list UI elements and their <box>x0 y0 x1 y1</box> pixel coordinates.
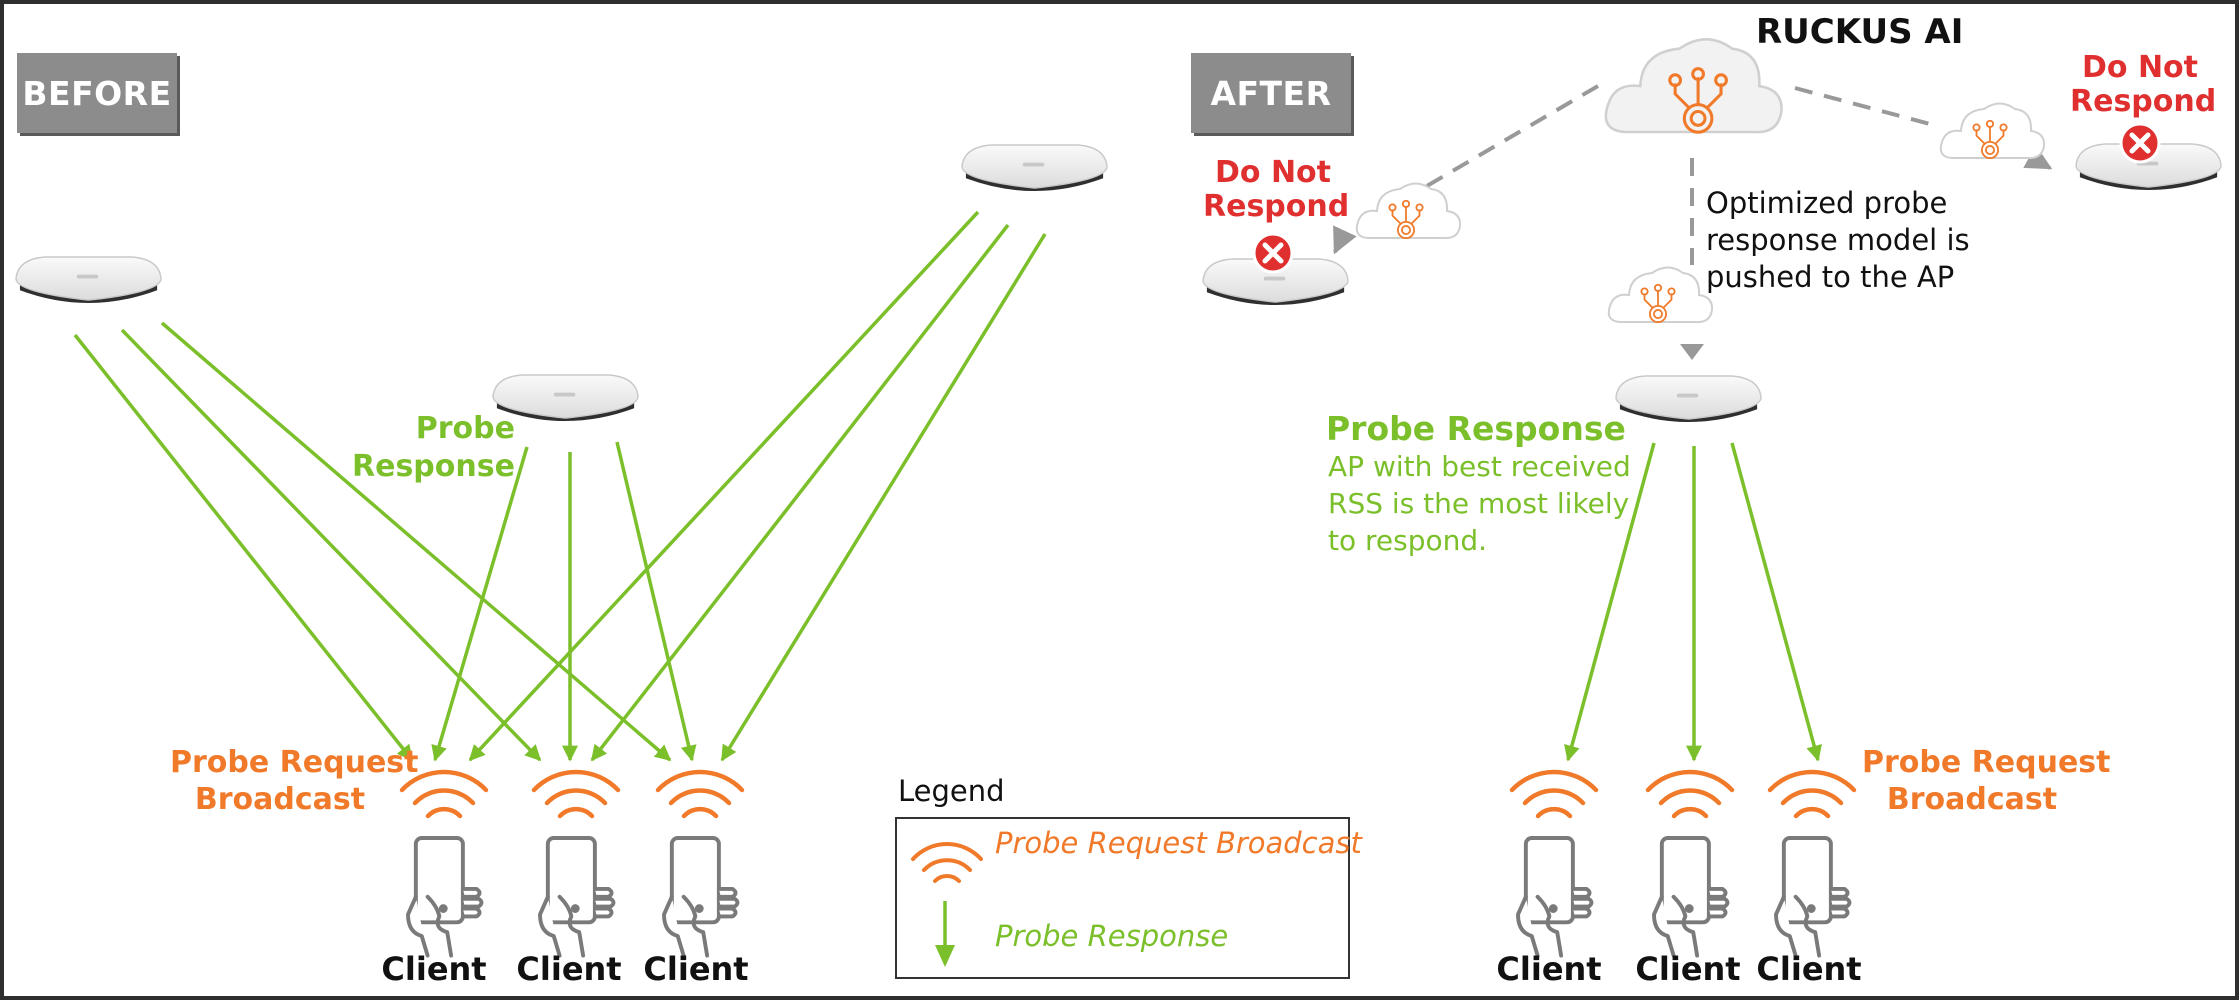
label-line: Probe Request <box>170 745 419 780</box>
access-point-icon <box>15 256 162 304</box>
label-line: Probe <box>415 411 515 446</box>
label-line: AP with best received <box>1328 450 1631 483</box>
label-line: to respond. <box>1328 524 1488 557</box>
client-label: Client <box>1635 950 1741 988</box>
label-line: pushed to the AP <box>1706 260 1955 294</box>
label-line: Do Not <box>2081 50 2198 85</box>
phone-hand-icon <box>1652 836 1730 958</box>
after-probe-request-label: Probe Request Broadcast <box>1862 744 2111 818</box>
wifi-signal-icon <box>1648 772 1732 816</box>
wifi-signal-icon <box>1770 772 1854 816</box>
x-badge-icon <box>1252 232 1294 274</box>
label-line: RSS is the most likely <box>1328 487 1630 520</box>
phone-hand-icon <box>1516 836 1594 958</box>
access-point-icon <box>961 144 1108 192</box>
label-line: response model is <box>1706 223 1970 257</box>
wifi-signal-icon <box>911 841 983 883</box>
cloud-ai-icon <box>1604 38 1783 134</box>
label-line: Respond <box>1203 189 1350 224</box>
client-label: Client <box>1496 950 1602 988</box>
wifi-signal-icon <box>658 772 742 816</box>
cloud-ai-icon <box>1607 266 1714 324</box>
before-probe-request-label: Probe Request Broadcast <box>170 744 419 818</box>
legend-icons <box>911 841 983 967</box>
phone-hand-icon <box>406 836 484 958</box>
client-label: Client <box>643 950 749 988</box>
client-label: Client <box>516 950 622 988</box>
phone-hand-icon <box>662 836 740 958</box>
after-tag: AFTER <box>1191 53 1351 133</box>
wifi-signal-icon <box>1512 772 1596 816</box>
before-tag: BEFORE <box>17 53 177 133</box>
cloud-ai-icon <box>1939 102 2046 160</box>
legend-item-probe-response: Probe Response <box>995 919 1229 953</box>
before-response-lines-ap1 <box>73 321 672 762</box>
down-arrow-icon <box>1680 344 1704 360</box>
x-badge-icon <box>2119 122 2161 164</box>
label-line: Respond <box>2070 84 2217 119</box>
label-line: Optimized probe <box>1706 186 1948 220</box>
legend-box: Probe Request Broadcast Probe Response <box>895 817 1362 979</box>
do-not-respond-right: Do Not Respond <box>2070 50 2217 119</box>
green-arrow-icon <box>935 901 955 967</box>
label-line: Broadcast <box>1886 782 2058 817</box>
before-response-lines-ap3 <box>468 210 1047 762</box>
optimized-note: Optimized probe response model is pushed… <box>1706 185 1970 296</box>
do-not-respond-left: Do Not Respond <box>1203 155 1350 224</box>
label-line: Broadcast <box>194 782 366 817</box>
phone-hand-icon <box>538 836 616 958</box>
after-probe-response-title: Probe Response <box>1326 409 1626 448</box>
label-line: Probe Request <box>1862 745 2111 780</box>
cloud-ai-icon <box>1355 182 1462 240</box>
label-line: Response <box>352 449 515 484</box>
wifi-signal-icon <box>534 772 618 816</box>
legend-title: Legend <box>898 774 1005 808</box>
before-probe-response-label: Probe Response <box>352 410 515 486</box>
client-label: Client <box>1756 950 1862 988</box>
after-probe-response-desc: AP with best received RSS is the most li… <box>1328 448 1631 559</box>
before-response-lines-ap2 <box>431 441 697 762</box>
cloud-title: RUCKUS AI <box>1756 12 1964 52</box>
client-label: Client <box>381 950 487 988</box>
after-response-lines <box>1564 442 1822 762</box>
access-point-icon <box>1615 375 1762 423</box>
legend-item-probe-request: Probe Request Broadcast <box>995 826 1362 860</box>
label-line: Do Not <box>1214 155 1331 190</box>
phone-hand-icon <box>1774 836 1852 958</box>
